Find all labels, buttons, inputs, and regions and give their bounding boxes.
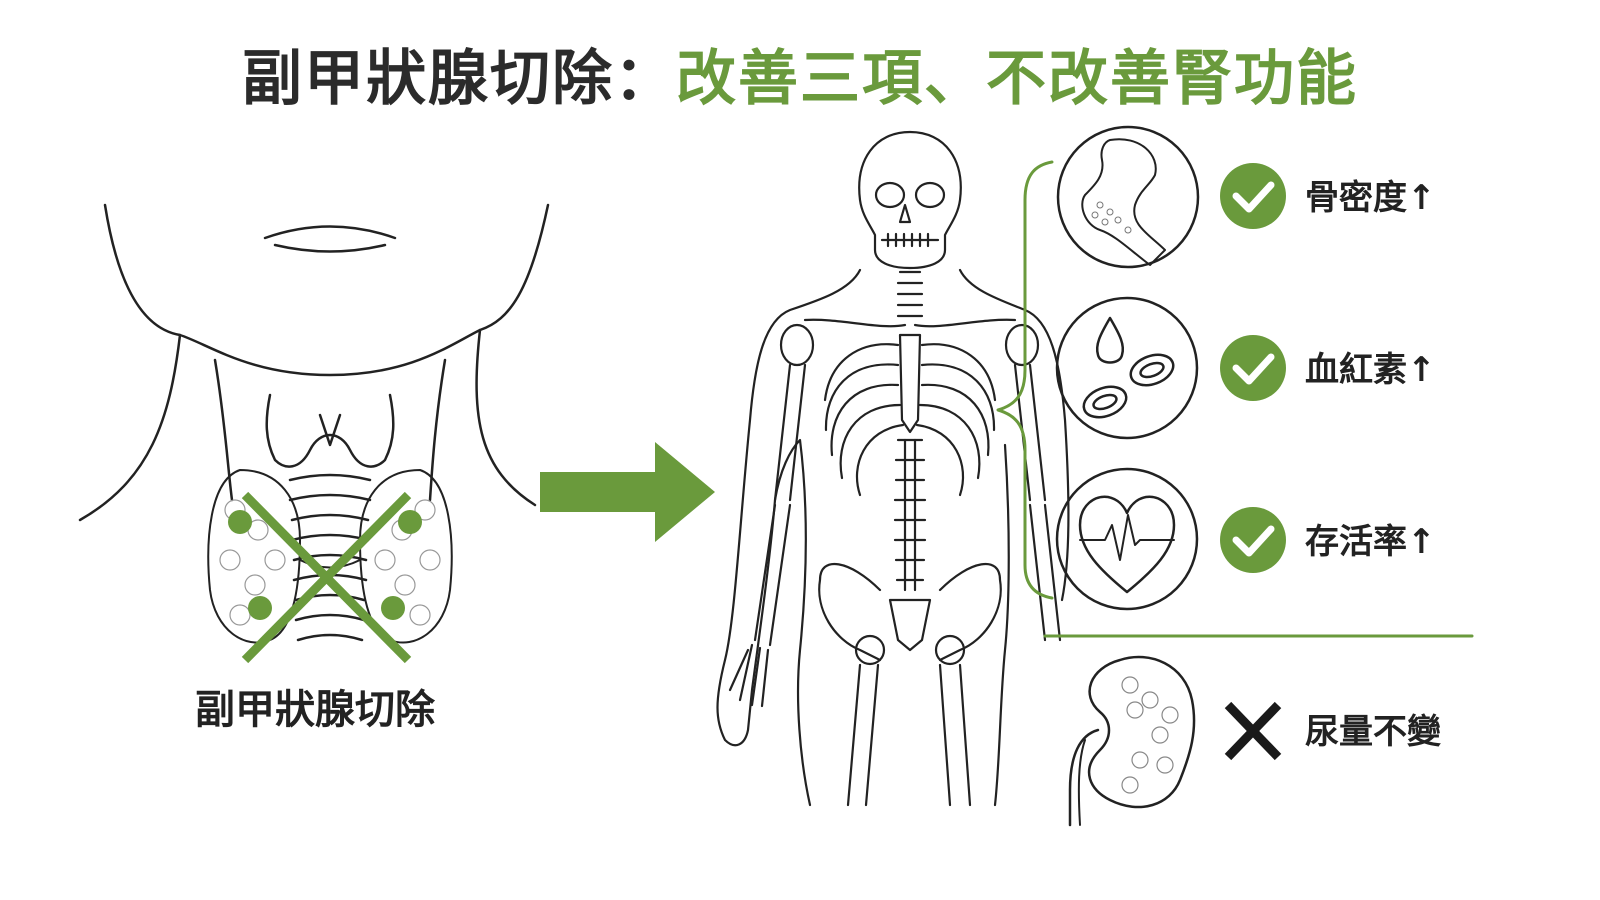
removal-x-icon: [241, 491, 412, 664]
outcome-label-survival: 存活率↑: [1305, 522, 1436, 562]
blood-cells-icon: [1055, 296, 1199, 440]
kidney-icon: [1068, 655, 1196, 827]
title-part-dark: 副甲狀腺切除：: [242, 44, 676, 114]
heart-ecg-icon: [1055, 467, 1199, 611]
title-part-green: 改善三項、不改善腎功能: [676, 44, 1358, 114]
right-arrow-icon: [540, 442, 715, 542]
cross-icon: [1224, 701, 1282, 761]
check-icon: [1220, 163, 1286, 229]
parathyroid-gland: [248, 596, 272, 620]
outcome-label-bone-density: 骨密度↑: [1305, 178, 1436, 218]
outcome-label-hemoglobin: 血紅素↑: [1305, 350, 1436, 390]
parathyroid-gland: [381, 596, 405, 620]
parathyroid-gland: [228, 510, 252, 534]
check-icon: [1220, 335, 1286, 401]
neck-illustration: [78, 203, 550, 664]
outcome-label-urine-output: 尿量不變: [1305, 712, 1441, 752]
skeleton-illustration: [716, 130, 1070, 807]
parathyroid-gland: [398, 510, 422, 534]
neck-caption: 副甲狀腺切除: [195, 687, 435, 733]
page-title: 副甲狀腺切除：改善三項、不改善腎功能: [0, 30, 1600, 117]
bone-icon: [1056, 125, 1200, 269]
check-icon: [1220, 507, 1286, 573]
grouping-bracket: [996, 160, 1054, 600]
